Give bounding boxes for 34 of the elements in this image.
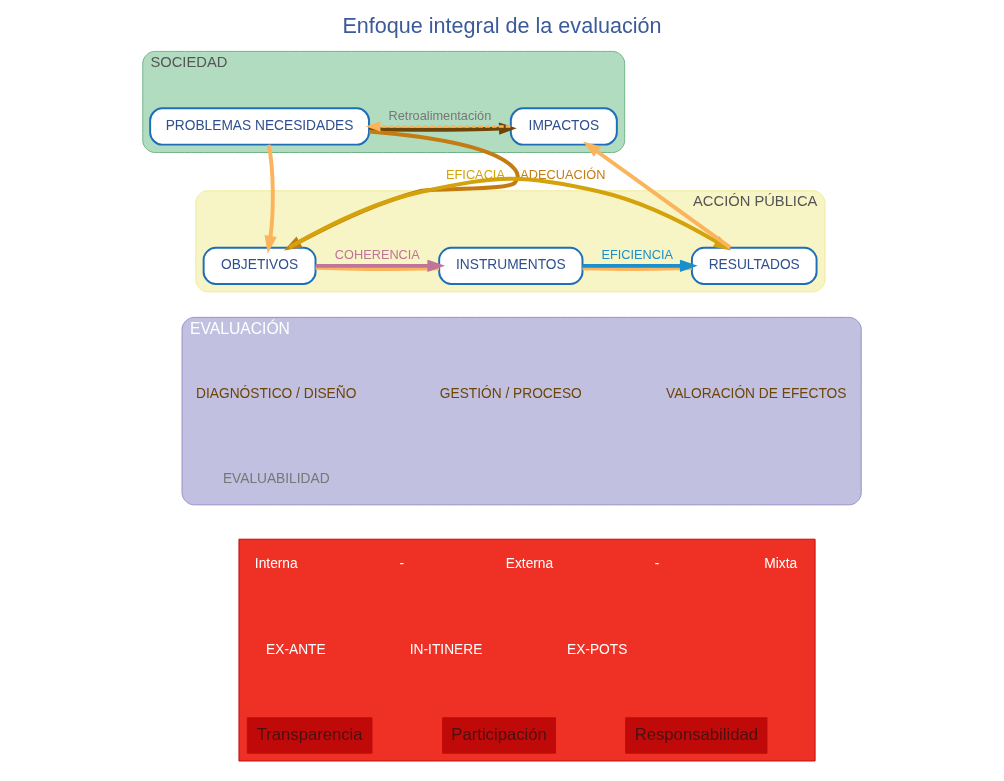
label: IN-ITINERE bbox=[409, 641, 483, 657]
edge-label: COHERENCIA bbox=[334, 247, 420, 263]
arrow bbox=[315, 259, 446, 273]
label: EVALUABILIDAD bbox=[222, 470, 330, 486]
node-box: PROBLEMAS NECESIDADES bbox=[149, 107, 370, 146]
arrow bbox=[582, 259, 698, 273]
label: GESTIÓN / PROCESO bbox=[439, 385, 582, 401]
node-box: OBJETIVOS bbox=[202, 246, 317, 285]
arrow bbox=[264, 144, 277, 254]
label: DIAGNÓSTICO / DISEÑO bbox=[196, 385, 357, 401]
label: Participación bbox=[451, 724, 547, 744]
label: - bbox=[399, 556, 405, 572]
label: VALORACIÓN DE EFECTOS bbox=[666, 385, 847, 401]
node-box: INSTRUMENTOS bbox=[438, 246, 584, 285]
diagram-title: Enfoque integral de la evaluación bbox=[342, 13, 662, 39]
edge-label: Retroalimentación bbox=[388, 108, 492, 123]
label: Responsabilidad bbox=[634, 724, 758, 744]
edge-label: EFICACIA bbox=[446, 167, 505, 183]
label: Mixta bbox=[764, 556, 798, 572]
edge-label: ADECUACIÓN bbox=[520, 167, 606, 183]
edge-label: EFICIENCIA bbox=[601, 247, 673, 263]
label: EX-POTS bbox=[567, 641, 628, 657]
label: Interna bbox=[254, 556, 298, 572]
connector bbox=[315, 265, 440, 271]
node-box: RESULTADOS bbox=[690, 246, 818, 285]
label: - bbox=[654, 556, 660, 572]
label: Externa bbox=[505, 556, 554, 572]
node-box bbox=[238, 538, 816, 762]
node-box: IMPACTOS bbox=[509, 107, 618, 146]
arrow bbox=[369, 122, 517, 135]
label: EX-ANTE bbox=[266, 641, 326, 657]
arrow bbox=[365, 121, 511, 132]
connector bbox=[582, 266, 692, 271]
label: Transparencia bbox=[256, 724, 363, 744]
